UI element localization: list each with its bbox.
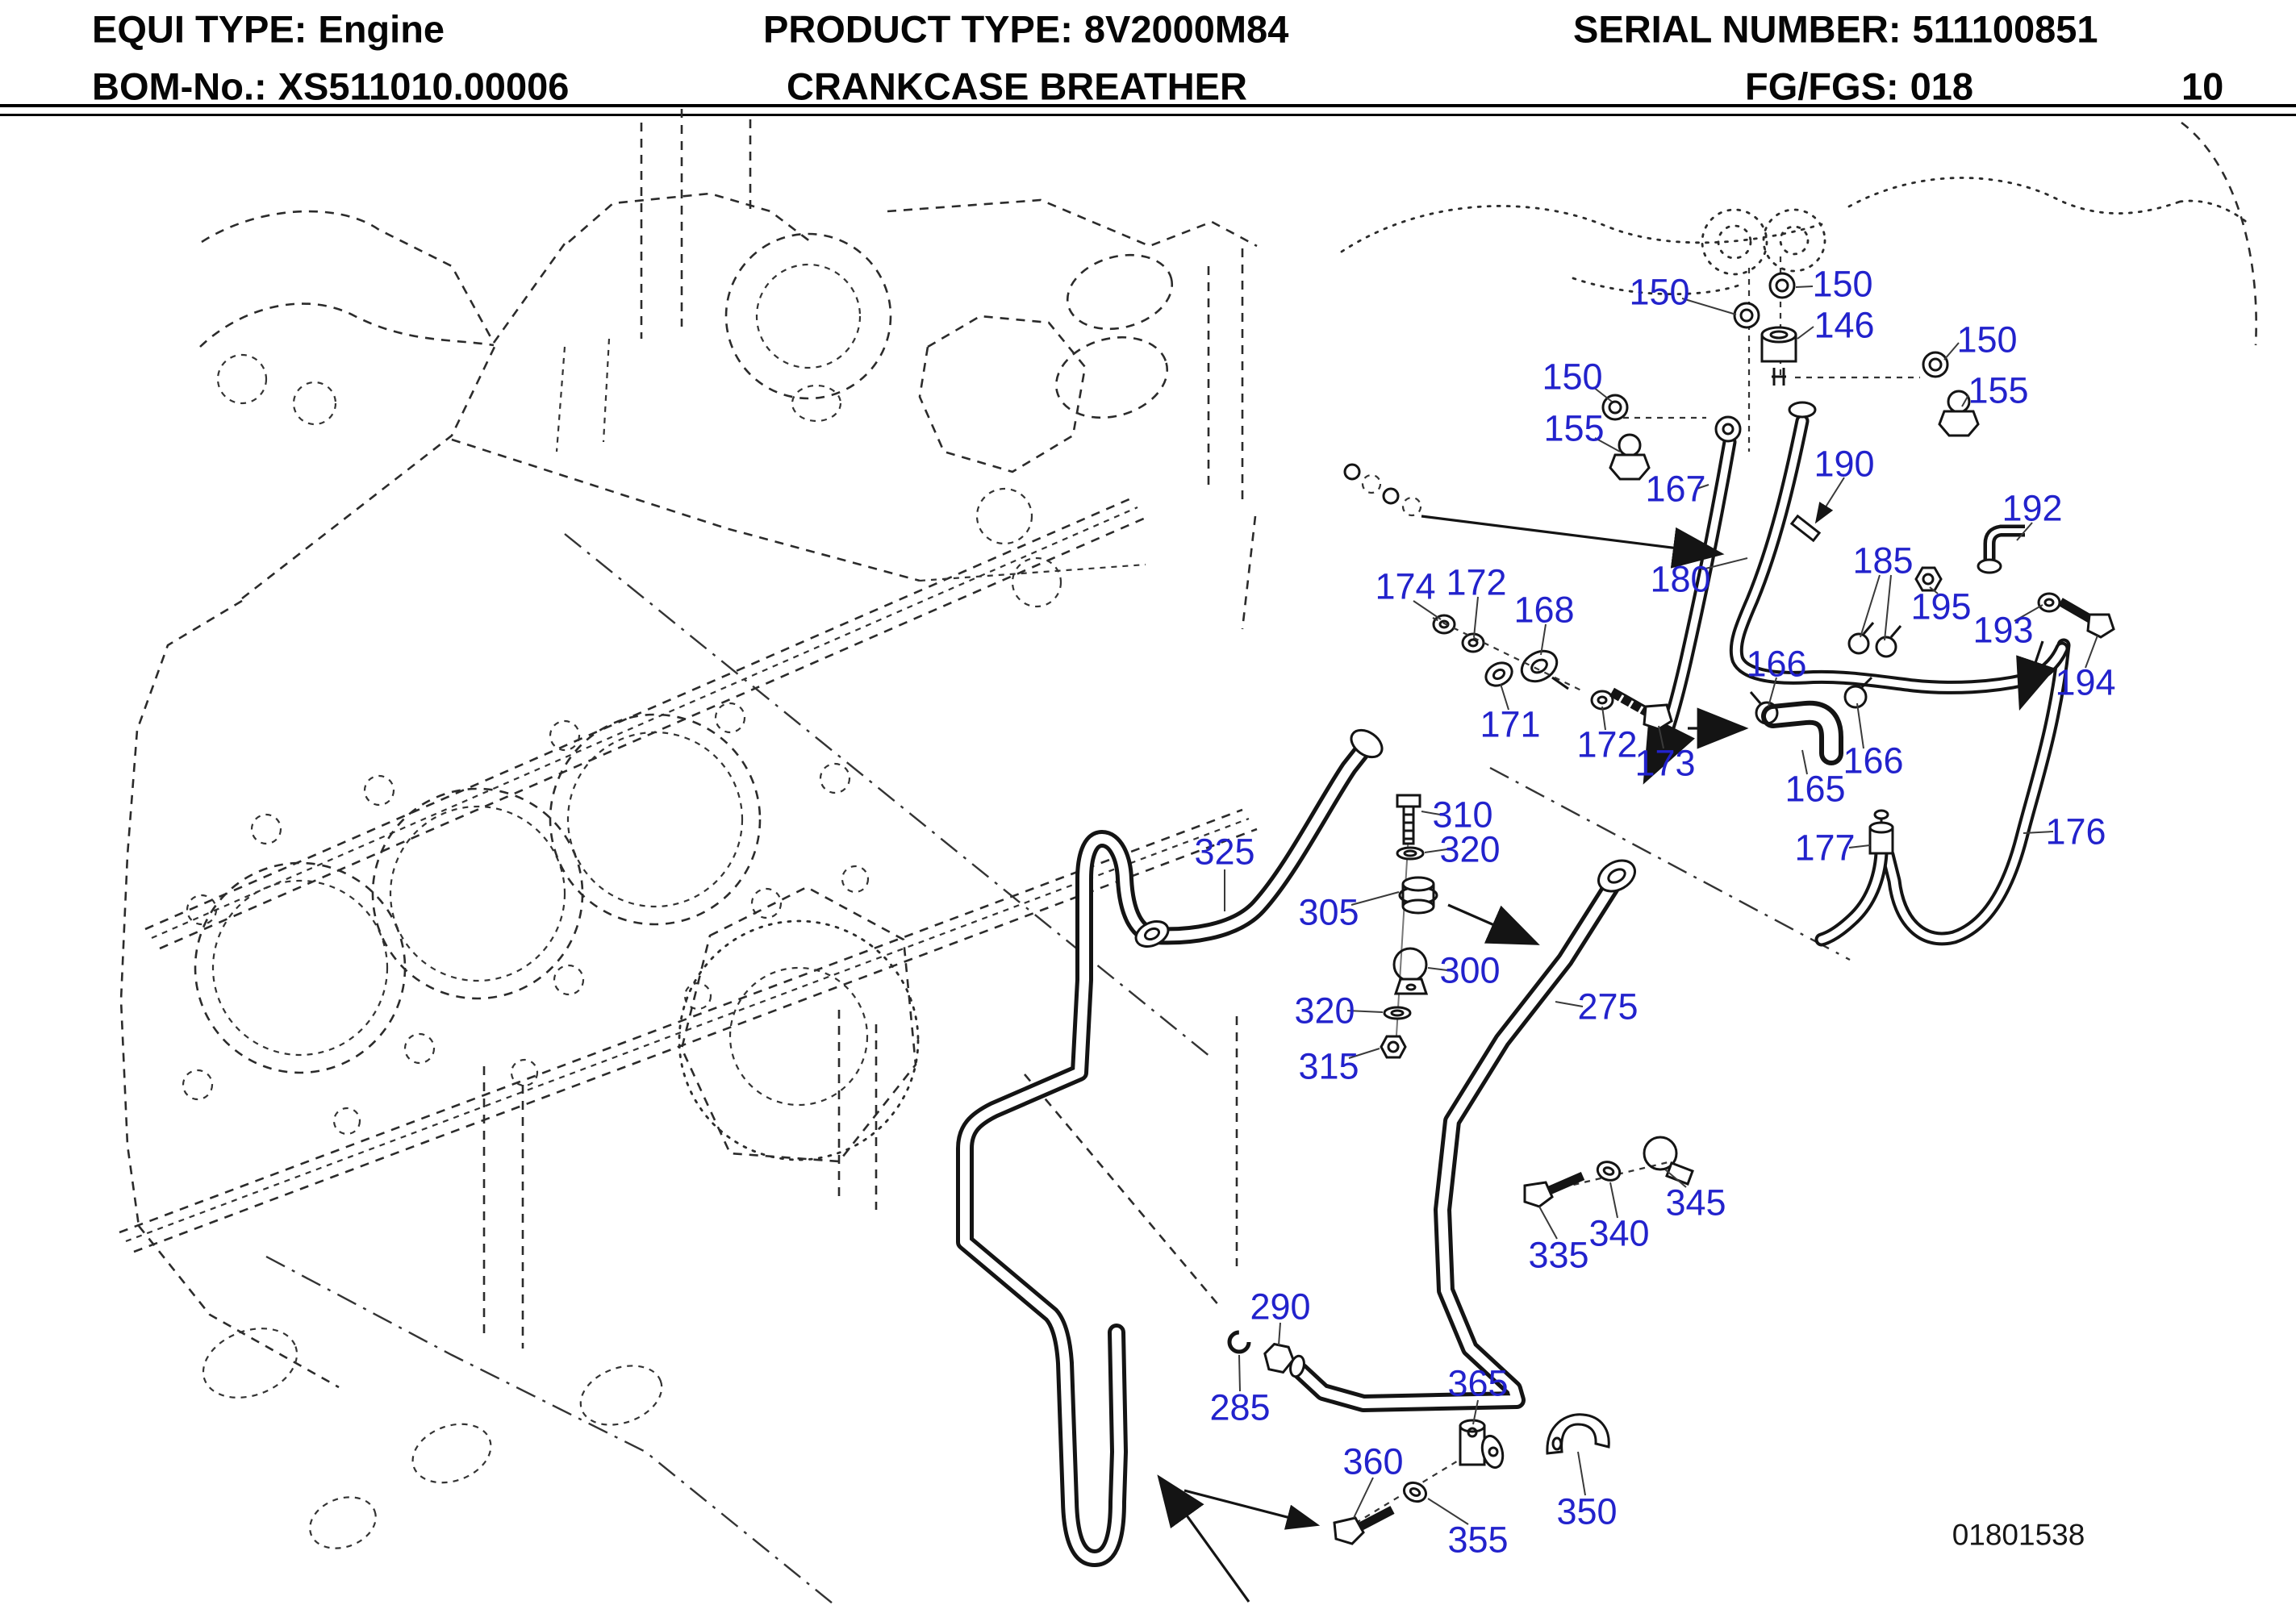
part-305-grommet xyxy=(1398,876,1438,915)
pipe-176 xyxy=(1814,638,2071,947)
product-type-label: PRODUCT TYPE: xyxy=(763,7,1073,51)
part-335-bolt xyxy=(1523,1171,1585,1208)
fg-fgs: FG/FGS: 018 xyxy=(1745,65,1973,109)
breather-pipes xyxy=(956,414,2071,1567)
bom-label: BOM-No.: xyxy=(92,65,267,108)
pipe-275 xyxy=(1292,859,1636,1412)
bom-number: BOM-No.: XS511010.00006 xyxy=(92,65,569,109)
part-171-banjo xyxy=(1484,661,1513,687)
part-310-bolt xyxy=(1396,794,1421,845)
part-355-washer xyxy=(1402,1481,1428,1503)
part-167-fitting xyxy=(1714,415,1742,443)
fg-value: 018 xyxy=(1910,65,1974,108)
fg-label: FG/FGS: xyxy=(1745,65,1899,108)
serial-number-value: 511100851 xyxy=(1912,7,2098,51)
engine-block-outline xyxy=(119,109,1258,1604)
part-185-clamp xyxy=(1847,622,1902,658)
part-180-fitting xyxy=(1788,401,1817,419)
part-166-clamp xyxy=(1749,676,1873,725)
header-rule-bottom xyxy=(0,114,2296,116)
part-190-pin xyxy=(1789,514,1822,543)
part-320-washer xyxy=(1383,846,1425,1020)
part-345-clamp xyxy=(1643,1136,1694,1186)
part-360-bolt xyxy=(1333,1506,1395,1545)
cluster-axis xyxy=(1432,617,1582,691)
pipe-325 xyxy=(956,728,1384,1567)
small-parts xyxy=(1227,272,2115,1545)
part-195-nut xyxy=(1914,566,1943,592)
bom-value: XS511010.00006 xyxy=(278,65,570,108)
equi-type: EQUI TYPE:Engine xyxy=(92,7,445,52)
part-350-clamp-half xyxy=(1546,1413,1610,1455)
part-155-plug xyxy=(1609,390,1980,481)
product-type: PRODUCT TYPE:8V2000M84 xyxy=(763,7,1288,52)
hose-165 xyxy=(1761,700,1843,765)
equi-type-value: Engine xyxy=(318,7,445,51)
part-150-ring xyxy=(1601,272,1949,421)
camshaft-cover-outline xyxy=(1340,121,2257,452)
part-365-holder xyxy=(1459,1419,1505,1470)
drawing-number: 01801538 xyxy=(1952,1518,2085,1552)
serial-number: SERIAL NUMBER:511100851 xyxy=(1573,7,2098,52)
pipe-180 xyxy=(1729,414,2069,694)
header-rule-top xyxy=(0,104,2296,107)
page-number: 10 xyxy=(2181,65,2224,108)
part-340-washer xyxy=(1596,1161,1622,1182)
part-146-breather xyxy=(1623,326,1920,419)
page-title: CRANKCASE BREATHER xyxy=(787,65,1247,108)
part-285-ring xyxy=(1227,1330,1251,1354)
part-290-fitting xyxy=(1263,1342,1305,1378)
leader-lines xyxy=(1224,286,2098,1525)
equi-type-label: EQUI TYPE: xyxy=(92,7,307,51)
part-173-bolt xyxy=(1609,687,1673,731)
part-177-fitting xyxy=(1868,809,1894,855)
part-194-bolt xyxy=(2058,598,2115,639)
part-300-clamp xyxy=(1392,947,1429,995)
part-315-nut xyxy=(1380,1035,1407,1059)
assembly-arrows xyxy=(1157,515,2056,1603)
product-type-value: 8V2000M84 xyxy=(1083,7,1289,51)
part-168-union xyxy=(1520,649,1569,690)
deck-bolt-holes xyxy=(182,702,870,1136)
part-193-washer xyxy=(2037,592,2061,613)
section-boundary-lines xyxy=(564,533,1851,1307)
part-192-elbow xyxy=(1977,524,2025,574)
serial-number-label: SERIAL NUMBER: xyxy=(1573,7,1902,51)
fastener-row xyxy=(1343,463,1422,517)
